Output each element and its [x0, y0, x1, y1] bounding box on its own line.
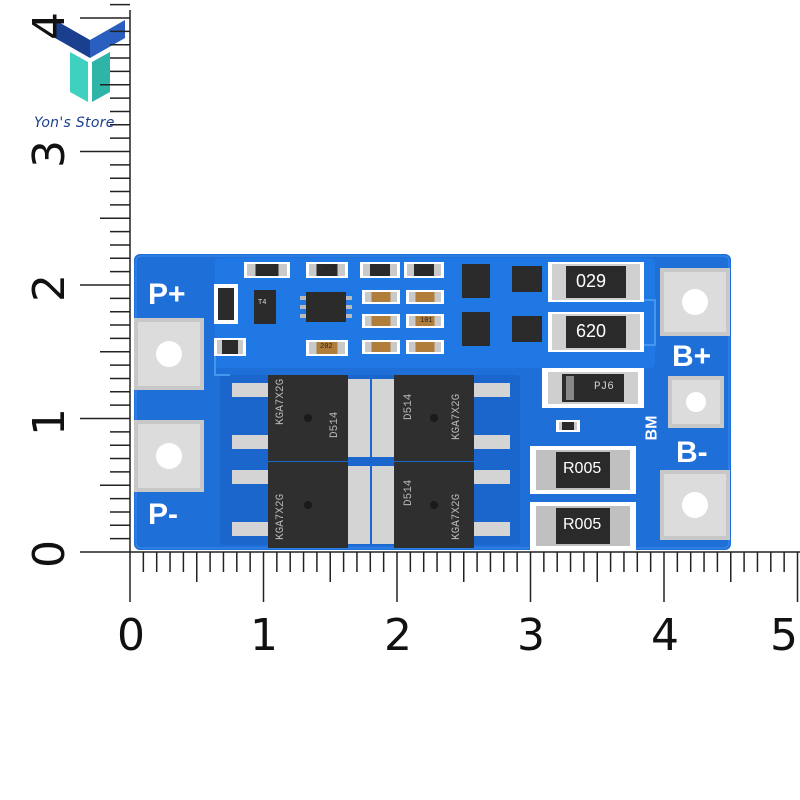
label-bm: BM — [643, 415, 661, 441]
mosfet-2-marking: KGA7X2G — [451, 393, 463, 440]
ruler-h-label-5: 5 — [770, 614, 798, 658]
shunt-2-text: R005 — [563, 516, 602, 533]
pad-b-plus — [660, 268, 730, 336]
pcb-board — [134, 254, 731, 550]
diode-text: PJ6 — [594, 381, 614, 393]
ruler-v-label-0: 0 — [24, 540, 75, 568]
mosfet-3 — [232, 462, 370, 548]
smd-component — [306, 262, 348, 278]
smd-component — [362, 314, 400, 328]
smd-component — [362, 290, 400, 304]
smd-component — [556, 420, 580, 432]
smd-component — [404, 262, 444, 278]
label-p-plus: P+ — [148, 278, 186, 311]
smd-component — [406, 340, 444, 354]
label-b-minus: B- — [676, 436, 708, 469]
smd-component — [214, 338, 246, 356]
left-component-2 — [254, 290, 276, 324]
mosfet-4-code: D514 — [403, 479, 415, 506]
resistor-620 — [548, 312, 644, 352]
ruler-v-label-4: 4 — [24, 12, 75, 40]
brand-name: Yon's Store — [34, 115, 115, 131]
pad-b-minus — [660, 470, 730, 540]
diode — [542, 368, 644, 408]
label-b-plus: B+ — [672, 340, 712, 373]
ruler — [80, 3, 800, 602]
shunt-1-text: R005 — [563, 460, 602, 477]
smd-component — [306, 340, 348, 356]
transistor-4 — [512, 316, 542, 342]
smd-component — [406, 314, 444, 328]
small-mark-1: 1Tb — [324, 265, 337, 273]
label-p-minus: P- — [148, 498, 178, 531]
small-mark-5: T4 — [258, 299, 267, 307]
left-component — [214, 284, 238, 324]
ruler-v-label-1: 1 — [24, 408, 75, 436]
pad-p-minus — [134, 420, 204, 492]
ruler-h-label-4: 4 — [651, 610, 679, 661]
small-mark-2: 101 — [420, 265, 433, 273]
ruler-h-label-3: 3 — [517, 610, 545, 661]
mosfet-4-marking: KGA7X2G — [451, 493, 463, 540]
smd-component — [360, 262, 400, 278]
mosfet-1 — [232, 375, 370, 461]
ruler-v-label-2: 2 — [24, 274, 75, 302]
smd-component — [362, 340, 400, 354]
transistor-3 — [512, 266, 542, 292]
shunt-resistor-1 — [530, 446, 636, 494]
small-mark-3: 101 — [420, 317, 433, 325]
transistor-1 — [462, 264, 490, 298]
smd-component — [406, 290, 444, 304]
pad-p-plus — [134, 318, 204, 390]
mosfet-3-marking: KGA7X2G — [275, 493, 287, 540]
smd-component — [244, 262, 290, 278]
ruler-h-label-0: 0 — [117, 610, 145, 661]
resistor-620-text: 620 — [576, 321, 607, 341]
resistor-029 — [548, 262, 644, 302]
mosfet-4 — [372, 462, 510, 548]
small-mark-4: 202 — [320, 343, 333, 351]
ruler-h-label-1: 1 — [250, 610, 278, 661]
ic-chip-1 — [300, 292, 352, 322]
resistor-029-text: 029 — [576, 271, 607, 291]
pad-bm — [668, 376, 724, 428]
ruler-v-label-3: 3 — [24, 140, 75, 168]
mosfet-1-code: D514 — [329, 411, 341, 438]
transistor-2 — [462, 312, 490, 346]
mosfet-2 — [372, 375, 510, 461]
store-logo — [55, 20, 125, 102]
mosfet-1-marking: KGA7X2G — [275, 378, 287, 425]
mosfet-2-code: D514 — [403, 393, 415, 420]
shunt-resistor-2 — [530, 502, 636, 550]
ruler-h-label-2: 2 — [384, 610, 412, 661]
